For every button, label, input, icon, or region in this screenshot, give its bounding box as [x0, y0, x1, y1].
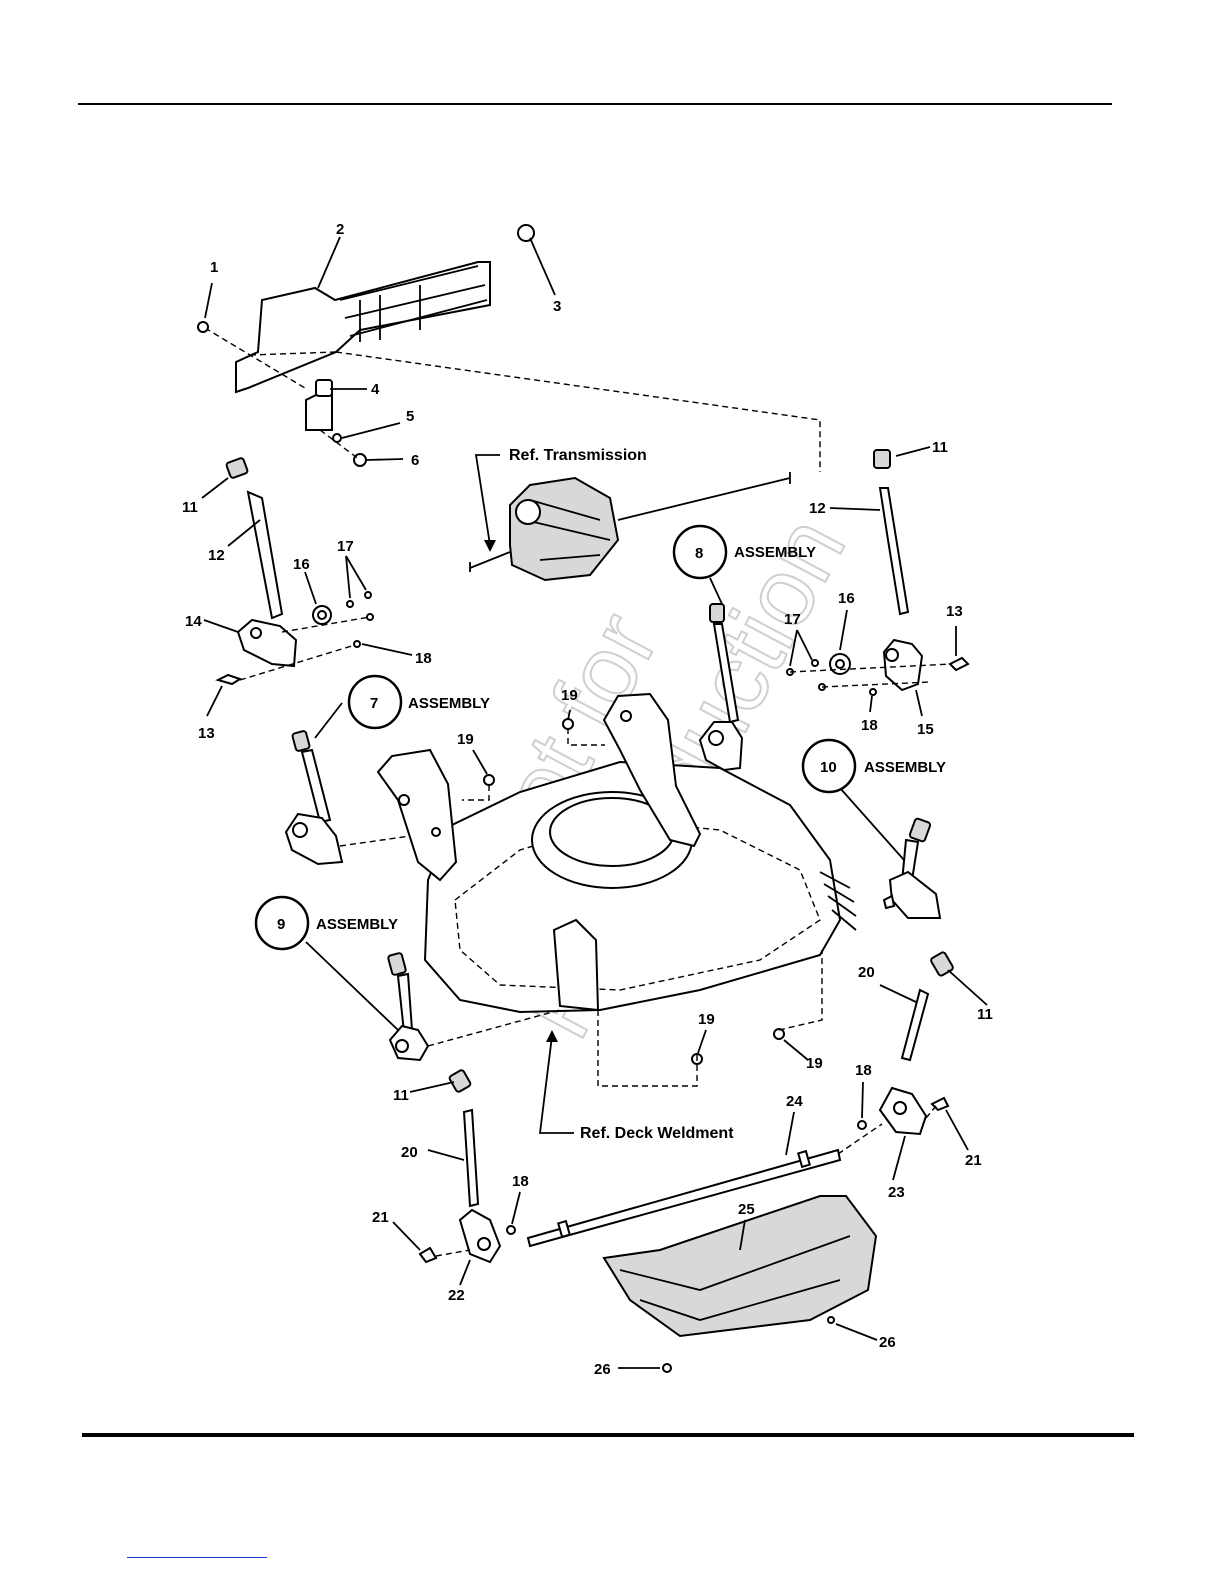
callout-5: 5 — [406, 408, 414, 425]
callout-18-rear-left: 18 — [512, 1173, 529, 1190]
assembly-10-label: ASSEMBLY — [864, 759, 946, 776]
callout-16-left: 16 — [293, 556, 310, 573]
assembly-10-lever — [884, 818, 940, 918]
ref-deck-weldment-label: Ref. Deck Weldment — [580, 1125, 734, 1142]
callout-26-right: 26 — [879, 1334, 896, 1351]
callout-20-right: 20 — [858, 964, 875, 981]
assembly-7-label: ASSEMBLY — [408, 695, 490, 712]
callout-3: 3 — [553, 298, 561, 315]
assembly-8-label: ASSEMBLY — [734, 544, 816, 561]
assembly-9-number: 9 — [277, 916, 285, 933]
callout-11-rear-left: 11 — [393, 1087, 409, 1104]
assembly-7-number: 7 — [370, 695, 378, 712]
callout-17-left: 17 — [337, 538, 354, 555]
callout-4: 4 — [371, 381, 380, 398]
assembly-7-lever — [286, 730, 410, 864]
callout-19-d: 19 — [806, 1055, 823, 1072]
assembly-8-number: 8 — [695, 545, 703, 562]
assembly-9-label: ASSEMBLY — [316, 916, 398, 933]
callout-6: 6 — [411, 452, 419, 469]
height-adjuster-bracket — [198, 225, 820, 472]
callout-18-rear-right: 18 — [855, 1062, 872, 1079]
assembly-10-number: 10 — [820, 759, 837, 776]
callout-11-rear-right: 11 — [977, 1006, 993, 1023]
callout-15: 15 — [917, 721, 934, 738]
callout-16-right: 16 — [838, 590, 855, 607]
callout-2: 2 — [336, 221, 344, 238]
rear-bumper — [604, 1196, 876, 1372]
callout-12-right: 12 — [809, 500, 826, 517]
callout-18-left: 18 — [415, 650, 432, 667]
callout-14: 14 — [185, 613, 202, 630]
callout-23: 23 — [888, 1184, 905, 1201]
callout-12-left: 12 — [208, 547, 225, 564]
ref-transmission-label: Ref. Transmission — [509, 447, 647, 464]
callout-24: 24 — [786, 1093, 803, 1110]
callout-1: 1 — [210, 259, 218, 276]
callout-19-a: 19 — [561, 687, 578, 704]
callout-26-bottom: 26 — [594, 1361, 611, 1378]
callout-18-right: 18 — [861, 717, 878, 734]
small-bracket — [306, 380, 366, 466]
callout-21-left: 21 — [372, 1209, 389, 1226]
callout-11-left: 11 — [182, 499, 198, 516]
callout-22: 22 — [448, 1287, 465, 1304]
callout-19-c: 19 — [698, 1011, 715, 1028]
callout-21-right: 21 — [965, 1152, 982, 1169]
callout-11-right: 11 — [932, 439, 948, 456]
callout-25: 25 — [738, 1201, 755, 1218]
callout-17-right: 17 — [784, 611, 801, 628]
callout-19-b: 19 — [457, 731, 474, 748]
callout-20-left: 20 — [401, 1144, 418, 1161]
callout-13-left: 13 — [198, 725, 215, 742]
callout-13-right: 13 — [946, 603, 963, 620]
